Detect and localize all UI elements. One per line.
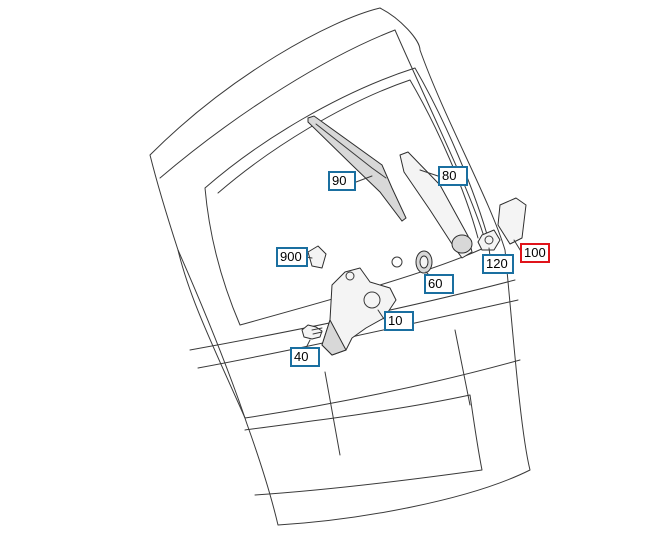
leader-40: [305, 339, 311, 349]
nut-hole: [484, 235, 494, 245]
screw-thread: [311, 327, 323, 335]
callout-10[interactable]: 10: [384, 311, 414, 331]
wiper-motor-spindle: [345, 271, 355, 281]
rear-window-inner: [217, 79, 479, 239]
lower-panel-line-3: [244, 359, 521, 419]
callout-60[interactable]: 60: [424, 274, 454, 294]
grommet-inner: [419, 255, 429, 269]
callout-100[interactable]: 100: [520, 243, 550, 263]
clip-part: [307, 245, 327, 269]
wiper-arm-cap-part: [497, 197, 527, 245]
wiper-blade-part: [307, 115, 407, 222]
nut-part: [477, 229, 501, 251]
callout-40[interactable]: 40: [290, 347, 320, 367]
leader-90: [355, 175, 373, 183]
lower-panel-line-2: [197, 299, 519, 369]
plate-recess: [244, 394, 483, 496]
callout-120[interactable]: 120: [482, 254, 514, 274]
callout-80[interactable]: 80: [438, 166, 468, 186]
mount-hole: [391, 256, 403, 268]
tailgate-inner-edge-2: [394, 29, 486, 241]
callout-900[interactable]: 900: [276, 247, 308, 267]
leader-80: [419, 169, 439, 177]
plate-recess-inner: [324, 329, 471, 456]
screw-part: [301, 324, 323, 340]
leader-10: [377, 309, 385, 320]
tailgate-outline: [149, 7, 531, 526]
wiper-motor-gear: [363, 291, 381, 309]
wiper-motor-housing: [321, 318, 347, 356]
side-edge: [177, 249, 246, 419]
callout-90[interactable]: 90: [328, 171, 356, 191]
wiper-arm-head: [451, 234, 473, 254]
wiper-blade-spine: [315, 123, 387, 179]
tailgate-inner-edge: [159, 29, 396, 179]
wiper-arm-part: [399, 151, 473, 259]
